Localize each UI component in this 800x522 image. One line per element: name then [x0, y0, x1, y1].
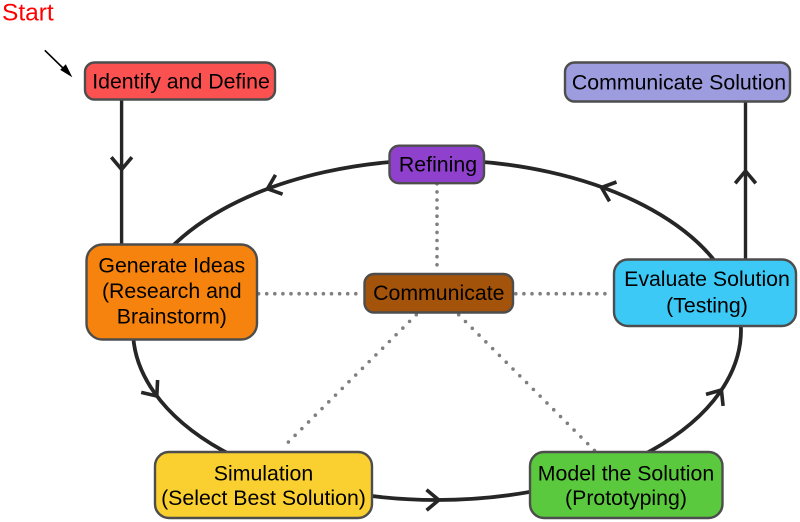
svg-text:Evaluate Solution: Evaluate Solution	[624, 267, 790, 291]
svg-text:Simulation: Simulation	[214, 462, 313, 486]
svg-text:(Prototyping): (Prototyping)	[565, 486, 687, 510]
svg-text:Identify and Define: Identify and Define	[92, 70, 270, 94]
svg-text:Model the Solution: Model the Solution	[538, 462, 714, 486]
svg-text:Communicate: Communicate	[373, 281, 504, 305]
svg-text:Communicate Solution: Communicate Solution	[572, 71, 786, 95]
svg-text:Refining: Refining	[399, 153, 477, 177]
svg-text:Brainstorm): Brainstorm)	[117, 305, 227, 329]
svg-text:(Testing): (Testing)	[666, 294, 748, 318]
svg-text:Start: Start	[2, 0, 54, 27]
svg-text:(Research and: (Research and	[102, 279, 242, 303]
svg-text:Generate Ideas: Generate Ideas	[98, 254, 245, 278]
svg-text:(Select Best Solution): (Select Best Solution)	[161, 486, 366, 510]
